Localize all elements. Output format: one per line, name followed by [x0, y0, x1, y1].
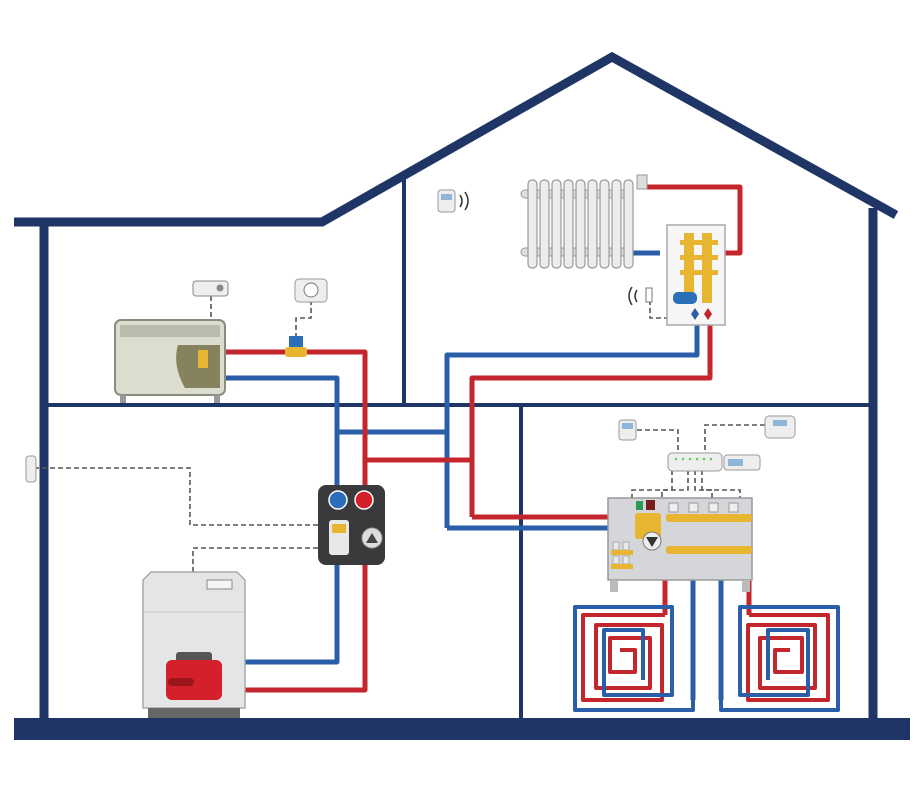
floor-heating-manifold-icon — [607, 497, 753, 592]
room-thermostat-icon — [618, 419, 637, 441]
radiator-icon — [520, 174, 648, 269]
actuator-valve-icon — [285, 336, 307, 357]
return-pipes — [225, 250, 724, 700]
room-thermostat-icon — [192, 280, 229, 297]
convector-heater-icon — [114, 319, 226, 403]
wiring-hub-icon — [667, 452, 761, 472]
pump-group-icon — [318, 485, 385, 565]
supply-pipes — [225, 184, 752, 693]
house-outline-icon — [14, 51, 910, 740]
boiler-icon — [142, 571, 246, 718]
timer-clock-icon — [294, 278, 328, 303]
outdoor-sensor-icon — [25, 455, 37, 483]
wireless-thermostat-icon — [437, 189, 469, 213]
wireless-sensor-icon — [628, 286, 653, 306]
radiator-manifold-icon — [666, 224, 726, 326]
underfloor-heating-loop-icon — [573, 605, 840, 712]
room-thermostat-icon — [764, 415, 796, 439]
